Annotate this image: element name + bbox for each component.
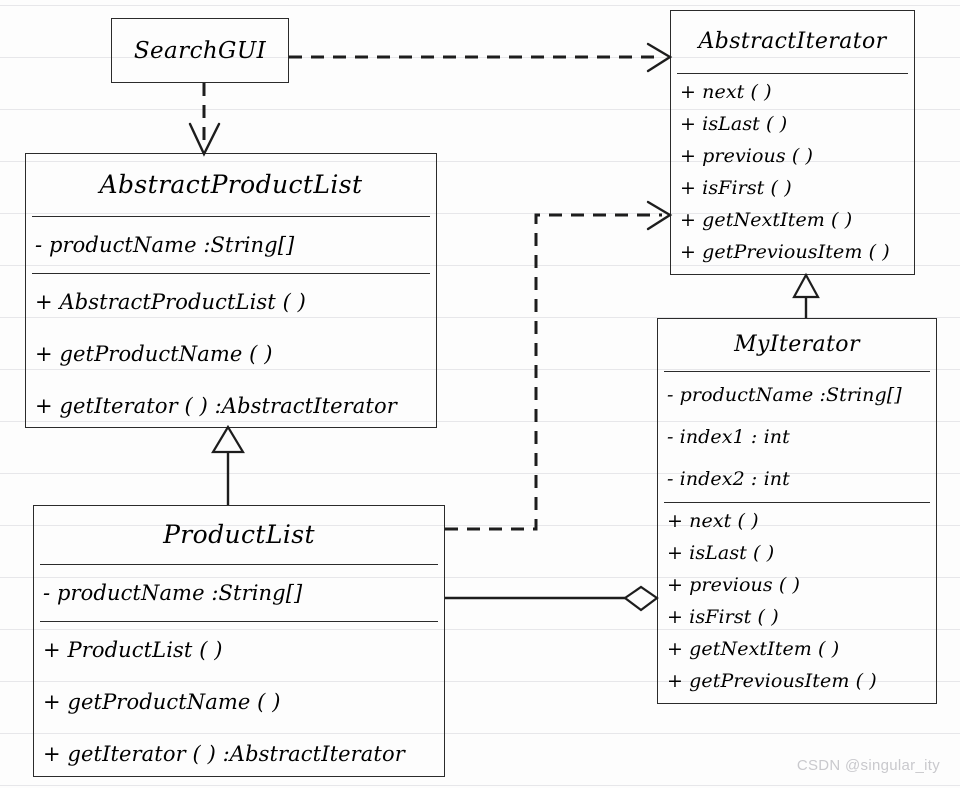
- notebook-rule-line: [0, 5, 960, 6]
- operations-compartment: + next ( ) + isLast ( ) + previous ( ) +…: [658, 503, 936, 699]
- relationship-dependency-searchgui-abstractproductlist: [188, 83, 221, 157]
- operation-row: + getProductName ( ): [35, 342, 273, 366]
- operation-row: + getIterator ( ) :AbstractIterator: [43, 742, 405, 766]
- compartment-divider: [664, 502, 930, 503]
- operation-row: + getNextItem ( ): [667, 638, 840, 660]
- attributes-compartment: - productName :String[]: [26, 217, 436, 273]
- operation-row: + getNextItem ( ): [680, 209, 853, 231]
- uml-class-abstractiterator[interactable]: AbstractIterator + next ( ) + isLast ( )…: [670, 10, 915, 275]
- operation-row: + isFirst ( ): [667, 606, 779, 628]
- operations-compartment: + AbstractProductList ( ) + getProductNa…: [26, 274, 436, 434]
- relationship-generalization-productlist-abstractproductlist: [211, 424, 245, 505]
- class-name-searchgui: SearchGUI: [133, 38, 267, 64]
- operation-row: + isLast ( ): [667, 542, 775, 564]
- csdn-watermark: CSDN @singular_ity: [796, 757, 940, 774]
- operation-row: + getPreviousItem ( ): [680, 241, 890, 263]
- uml-class-productlist[interactable]: ProductList - productName :String[] + Pr…: [33, 505, 445, 777]
- relationship-dependency-searchgui-abstractiterator: [289, 42, 673, 73]
- class-name-abstractiterator: AbstractIterator: [698, 29, 887, 54]
- operation-row: + isLast ( ): [680, 113, 788, 135]
- operation-row: + getIterator ( ) :AbstractIterator: [35, 394, 397, 418]
- operation-row: + previous ( ): [680, 145, 813, 167]
- uml-class-abstractproductlist[interactable]: AbstractProductList - productName :Strin…: [25, 153, 437, 428]
- class-name-productlist: ProductList: [163, 520, 315, 549]
- attribute-row: - index2 : int: [667, 468, 790, 490]
- class-name-myiterator: MyIterator: [734, 332, 860, 357]
- attributes-compartment: - productName :String[] - index1 : int -…: [658, 372, 936, 502]
- attribute-row: - productName :String[]: [43, 581, 303, 605]
- relationship-dependency-productlist-abstractiterator: [445, 200, 673, 531]
- operation-row: + next ( ): [667, 510, 759, 532]
- notebook-rule-line: [0, 785, 960, 786]
- operation-row: + getProductName ( ): [43, 690, 281, 714]
- compartment-divider: [40, 564, 438, 565]
- operations-compartment: + ProductList ( ) + getProductName ( ) +…: [34, 622, 444, 782]
- compartment-divider: [677, 73, 908, 74]
- operations-compartment: + next ( ) + isLast ( ) + previous ( ) +…: [671, 74, 914, 270]
- uml-class-myiterator[interactable]: MyIterator - productName :String[] - ind…: [657, 318, 937, 704]
- compartment-divider: [32, 216, 430, 217]
- relationship-aggregation-myiterator-productlist: [445, 585, 659, 612]
- compartment-divider: [40, 621, 438, 622]
- operation-row: + ProductList ( ): [43, 638, 223, 662]
- operation-row: + next ( ): [680, 81, 772, 103]
- compartment-divider: [664, 371, 930, 372]
- uml-class-searchgui[interactable]: SearchGUI: [111, 18, 289, 83]
- compartment-divider: [32, 273, 430, 274]
- operation-row: + AbstractProductList ( ): [35, 290, 306, 314]
- operation-row: + getPreviousItem ( ): [667, 670, 877, 692]
- class-name-abstractproductlist: AbstractProductList: [99, 170, 363, 199]
- operation-row: + isFirst ( ): [680, 177, 792, 199]
- attribute-row: - productName :String[]: [667, 384, 902, 406]
- operation-row: + previous ( ): [667, 574, 800, 596]
- attribute-row: - index1 : int: [667, 426, 790, 448]
- relationship-generalization-myiterator-abstractiterator: [792, 272, 820, 318]
- attributes-compartment: - productName :String[]: [34, 565, 444, 621]
- attribute-row: - productName :String[]: [35, 233, 295, 257]
